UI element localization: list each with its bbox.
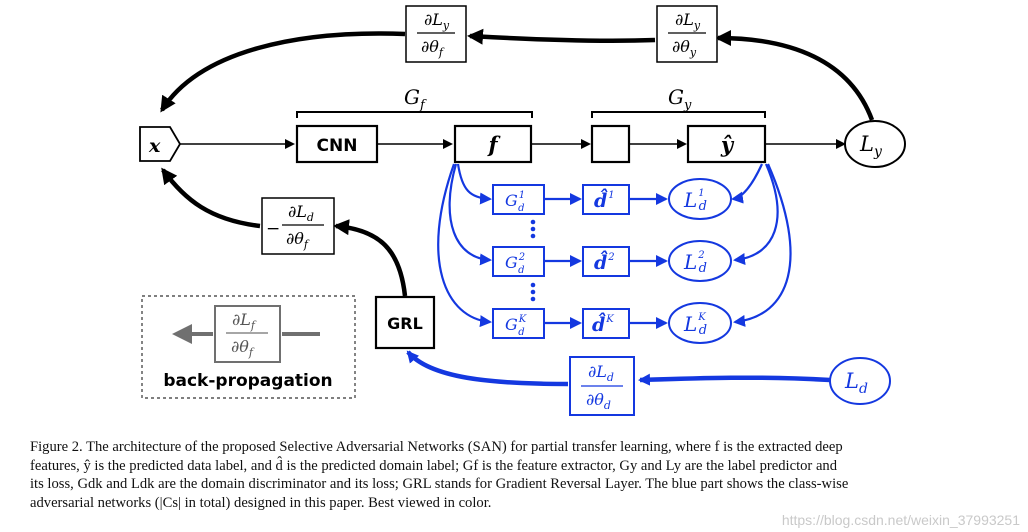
watermark: https://blog.csdn.net/weixin_37993251	[781, 512, 1020, 528]
svg-text:Ld: Ld	[844, 369, 868, 397]
svg-text:∂Ld: ∂Ld	[588, 362, 614, 384]
svg-text:G2d: G2d	[505, 252, 525, 276]
svg-text:d̂K: d̂K	[592, 312, 614, 336]
svg-text:∂Ly: ∂Ly	[424, 10, 450, 32]
svg-text:∂θd: ∂θd	[586, 390, 611, 412]
svg-text:GKd: GKd	[505, 314, 527, 338]
svg-text:∂θf: ∂θf	[231, 337, 255, 359]
svg-text:L1d: L1d	[683, 188, 707, 214]
svg-text:ŷ: ŷ	[720, 132, 735, 157]
svg-text:d̂2: d̂2	[594, 250, 615, 274]
domain-prediction-k: d̂K	[582, 308, 630, 339]
caption-line-4: adversarial networks (|Cs| in total) des…	[30, 494, 492, 511]
svg-text:∂θf: ∂θf	[421, 37, 445, 59]
grad-reversed-box: − ∂Ld ∂θf	[261, 197, 335, 255]
gf-brace: Gf	[296, 85, 533, 118]
caption-line-1: Figure 2. The architecture of the propos…	[30, 439, 843, 455]
grad-arrow-ly-to-thetay	[715, 30, 875, 121]
svg-text:L2d: L2d	[683, 250, 707, 276]
caption-line-2: features, ŷ is the predicted data label,…	[30, 457, 838, 474]
legend-box: ∂Lf ∂θf back-propagation	[141, 295, 356, 399]
caption-line-3: its loss, Gdk and Ldk are the domain dis…	[30, 476, 849, 492]
domain-prediction-1: d̂1	[582, 184, 630, 215]
svg-text:G1d: G1d	[505, 190, 525, 214]
grad-arrow-thetad-to-grl	[406, 350, 569, 387]
svg-text:GRL: GRL	[387, 314, 423, 333]
cnn-box: CNN	[295, 124, 379, 164]
grad-arrow-thetaf-to-x	[160, 31, 406, 113]
grad-arrow-reversed-to-x	[161, 167, 261, 229]
svg-text:−: −	[266, 219, 280, 239]
svg-text:∂θy: ∂θy	[672, 37, 697, 59]
input-node-x: x	[139, 126, 182, 162]
svg-text:∂Ld: ∂Ld	[288, 202, 314, 224]
svg-text:Gf: Gf	[404, 85, 427, 113]
svg-text:back-propagation: back-propagation	[163, 371, 332, 391]
svg-text:Ly: Ly	[859, 132, 883, 160]
grad-arrow-grl-to-reversed	[333, 219, 408, 297]
label-loss-node: Ly	[844, 120, 906, 168]
grad-arrow-ld-to-thetad	[638, 373, 831, 386]
svg-text:CNN: CNN	[317, 136, 358, 156]
grad-ly-thetay-box: ∂Ly ∂θy	[656, 5, 718, 63]
prediction-box: ŷ	[686, 124, 767, 164]
grad-ly-thetaf-box: ∂Ly ∂θf	[405, 5, 467, 63]
san-architecture-diagram: ∂Ly ∂θy ∂Ly ∂θf Gf Gy x CNN f ŷ	[139, 5, 906, 416]
svg-text:d̂1: d̂1	[594, 188, 615, 212]
figure-caption: Figure 2. The architecture of the propos…	[30, 438, 1022, 512]
gy-brace: Gy	[591, 85, 766, 118]
svg-text:∂Ly: ∂Ly	[675, 10, 701, 32]
grad-ld-thetad-box: ∂Ld ∂θd	[569, 356, 635, 416]
svg-text:∂θf: ∂θf	[286, 229, 310, 251]
grl-box: GRL	[374, 295, 436, 350]
domain-prediction-2: d̂2	[582, 246, 630, 277]
svg-text:∂Lf: ∂Lf	[232, 310, 257, 332]
svg-text:LKd: LKd	[683, 312, 707, 338]
svg-text:x: x	[148, 135, 161, 157]
svg-text:Gy: Gy	[668, 85, 692, 113]
feature-box: f	[453, 124, 533, 164]
label-predictor-hidden-box	[590, 124, 631, 164]
domain-loss-node: Ld	[829, 357, 891, 405]
grad-arrow-thetay-to-thetaf	[467, 28, 656, 45]
